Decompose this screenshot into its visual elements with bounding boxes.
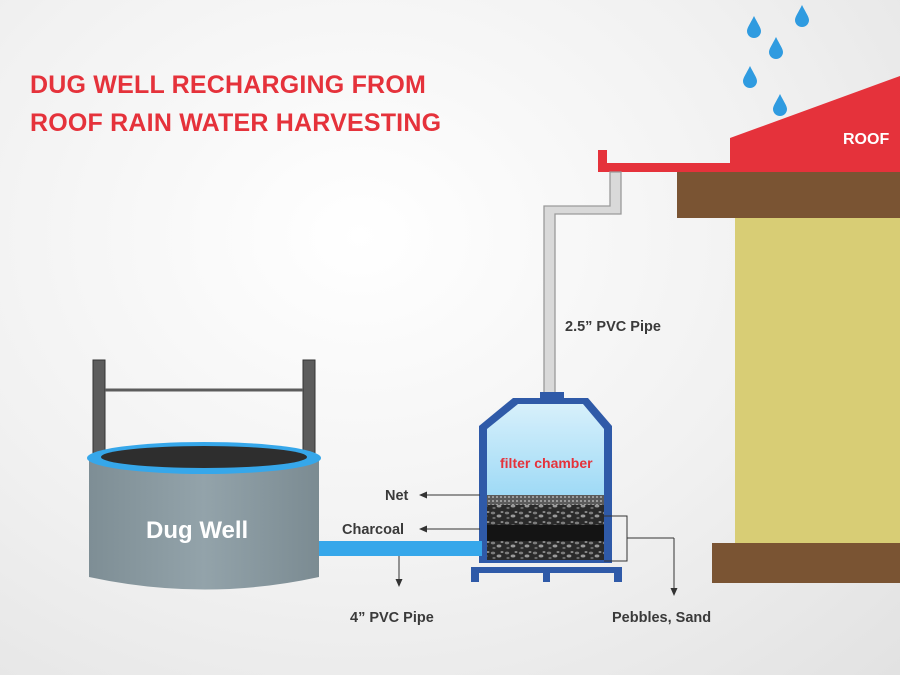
title-line-2: ROOF RAIN WATER HARVESTING (30, 109, 442, 137)
dug-well-label: Dug Well (146, 517, 248, 544)
well-opening (101, 446, 307, 468)
net-label: Net (385, 488, 409, 504)
leader-lines (395, 491, 678, 596)
arrow-left-icon (419, 525, 427, 533)
house: ROOF (677, 76, 900, 583)
well-post-left (92, 359, 106, 456)
filter-chamber: filter chamber (471, 392, 628, 582)
raindrop-icon (747, 16, 761, 38)
raindrop-icon (795, 5, 809, 27)
gutter (598, 150, 730, 172)
pvc-pipe-4-inch (316, 541, 482, 556)
house-ledge (677, 172, 900, 218)
title-line-1: DUG WELL RECHARGING FROM (30, 71, 426, 99)
well-post-right (302, 359, 316, 456)
dug-well: Dug Well (87, 359, 321, 590)
roof-label: ROOF (843, 131, 889, 148)
pebbles-sand-label: Pebbles, Sand (612, 610, 711, 626)
pvc-pipe-large-label: 4” PVC Pipe (350, 610, 434, 626)
house-wall (735, 216, 900, 544)
arrow-left-icon (419, 491, 427, 499)
arrow-down-icon (670, 588, 678, 596)
pebbles-layer-bottom (487, 541, 604, 560)
house-foundation (712, 543, 900, 583)
raindrop-icon (743, 66, 757, 88)
charcoal-layer (487, 525, 604, 541)
filter-chamber-water (487, 404, 604, 495)
arrow-down-icon (395, 579, 403, 587)
filter-chamber-label: filter chamber (500, 455, 593, 471)
pebbles-layer-top (487, 505, 604, 525)
downpipe-2-5-inch (543, 171, 622, 398)
pvc-pipe-small-label: 2.5” PVC Pipe (565, 319, 661, 335)
filter-chamber-cap (540, 392, 564, 400)
raindrops (743, 5, 809, 116)
charcoal-label: Charcoal (342, 522, 404, 538)
raindrop-icon (773, 94, 787, 116)
well-body (89, 458, 319, 590)
net-layer (487, 495, 604, 505)
raindrop-icon (769, 37, 783, 59)
page-title: DUG WELL RECHARGING FROM ROOF RAIN WATER… (30, 66, 441, 142)
roof (730, 76, 900, 172)
